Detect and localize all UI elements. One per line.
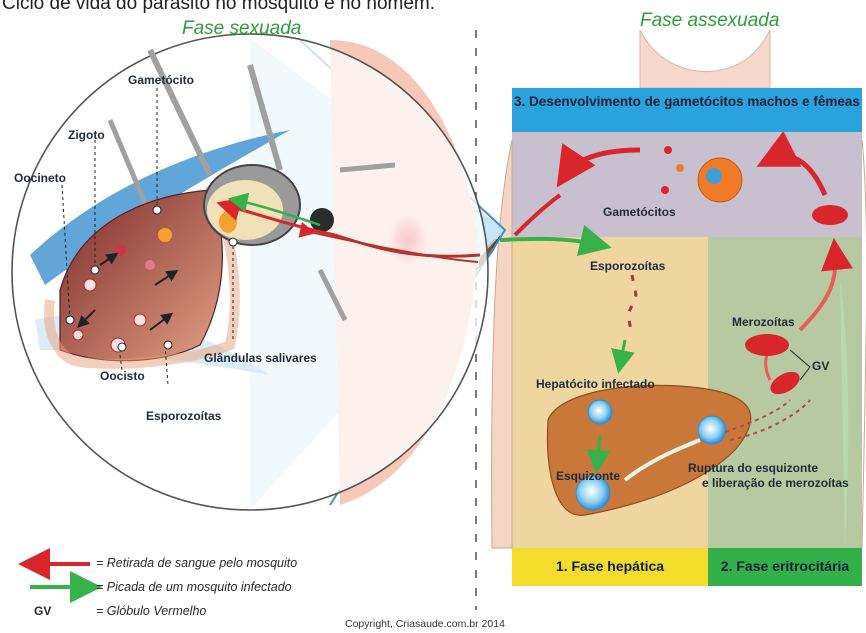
stage2-bar: 2. Fase eritrocitária — [708, 548, 862, 586]
label-hepatocito: Hepatócito infectado — [536, 378, 655, 392]
stage2-title: 2. Fase eritrocitária — [708, 558, 862, 574]
legend-symbol-gv: GV — [34, 604, 51, 618]
label-zigoto: Zigoto — [68, 129, 105, 143]
label-oocineto: Oocineto — [14, 172, 66, 186]
label-esquizonte: Esquizonte — [556, 470, 620, 484]
stage3-box: 3. Desenvolvimento de gametócitos machos… — [512, 88, 862, 132]
stage1-title: 1. Fase hepática — [512, 558, 708, 574]
phase-asexual-label: Fase assexuada — [640, 10, 779, 32]
legend-text-gv: = Glóbulo Vermelho — [96, 604, 206, 618]
figure-caption: Ciclo de vida do parasito no mosquito e … — [2, 0, 435, 15]
phase-sexual-label: Fase sexuada — [182, 18, 301, 40]
label-merozoitas: Merozoítas — [732, 316, 795, 330]
label-gametocito: Gametócito — [128, 74, 194, 88]
legend-text-red: = Retirada de sangue pelo mosquito — [96, 556, 297, 570]
label-gametocitos: Gametócitos — [603, 206, 676, 220]
mosquito-magnified — [12, 34, 505, 510]
legend-text-green: = Picada de um mosquito infectado — [96, 580, 292, 594]
label-esporozoitas-mosquito: Esporozoítas — [146, 410, 221, 424]
label-oocisto: Oocisto — [100, 370, 145, 384]
label-ruptura-2: e liberação de merozoítas — [702, 477, 849, 491]
label-ruptura-1: Ruptura do esquizonte — [688, 462, 818, 476]
stage1-bar: 1. Fase hepática — [512, 548, 708, 586]
copyright: Copyright, Criasaude.com.br 2014 — [345, 618, 505, 630]
label-gv: GV — [812, 360, 829, 374]
label-glandulas: Glândulas salivares — [204, 352, 317, 366]
legend-symbols — [30, 564, 90, 587]
stage3-title: 3. Desenvolvimento de gametócitos machos… — [512, 92, 862, 112]
label-esporozoitas-human: Esporozoítas — [590, 260, 665, 274]
